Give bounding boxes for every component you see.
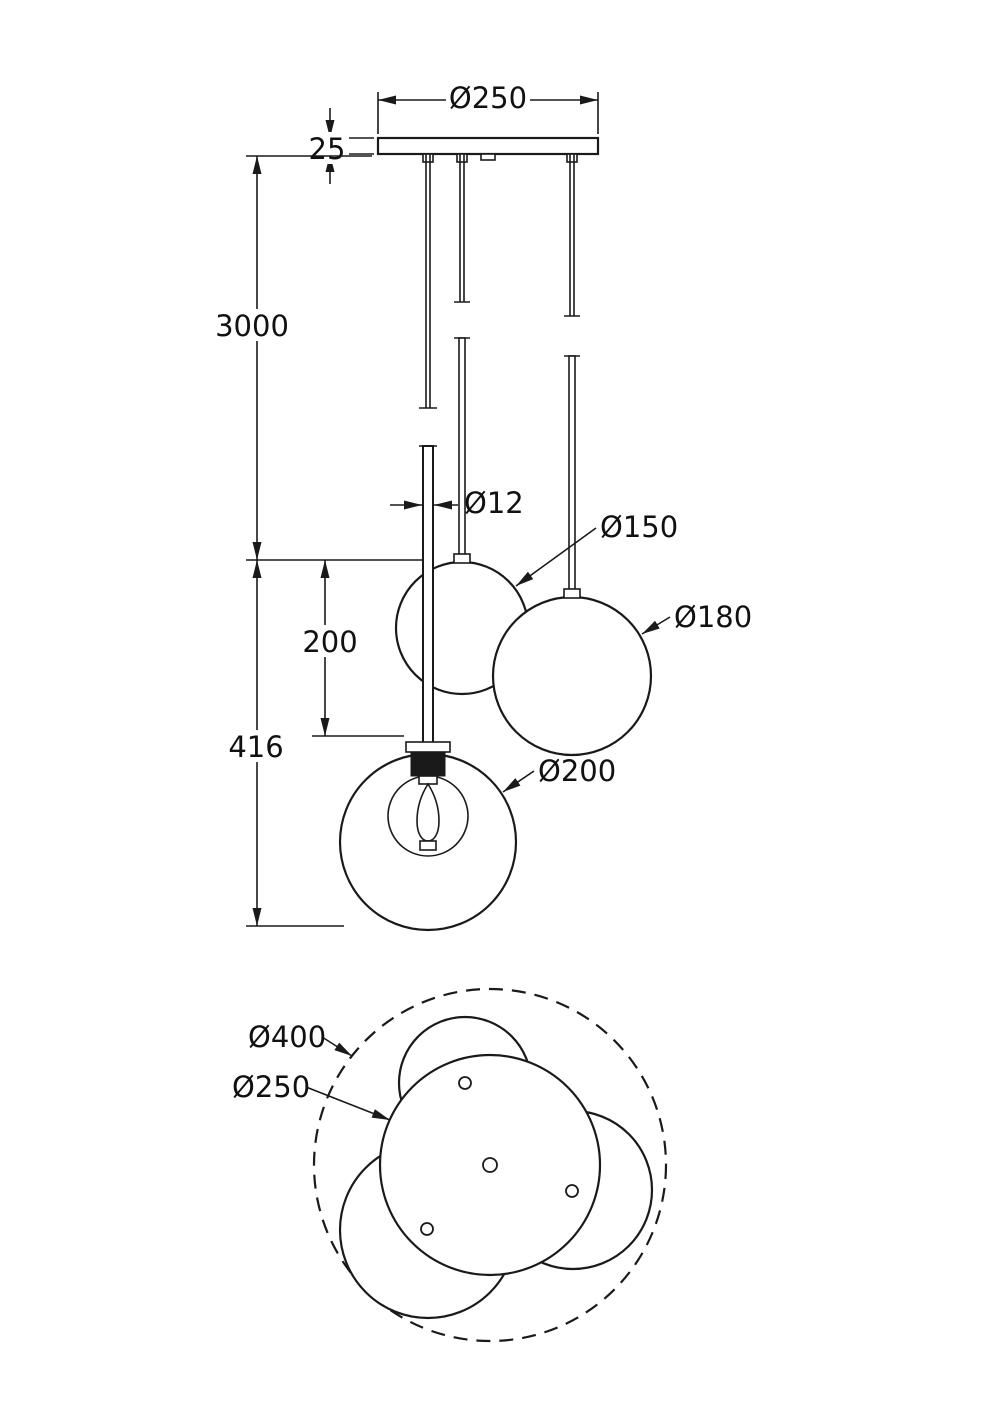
globe-180 bbox=[491, 595, 653, 757]
leader-line bbox=[305, 1086, 391, 1121]
canopy-elevation bbox=[376, 136, 600, 163]
label-background bbox=[301, 625, 359, 657]
suspension-rod-1 bbox=[419, 154, 437, 745]
globe-200-label: Ø200 bbox=[538, 754, 616, 788]
suspension-rod-2 bbox=[453, 154, 471, 564]
dim-rod-diameter: Ø12 bbox=[390, 486, 524, 520]
globe-200-assembly bbox=[338, 741, 518, 932]
elevation-view: Ø250 25 3000 416 200 bbox=[212, 81, 752, 932]
leader-line bbox=[641, 616, 671, 635]
canopy-plate bbox=[376, 136, 600, 156]
mounting-hole-center bbox=[482, 1157, 498, 1173]
rod-1-break-ticks bbox=[419, 407, 437, 447]
dim-canopy-thickness: 25 bbox=[305, 108, 374, 184]
rod-diameter-label: Ø12 bbox=[464, 486, 524, 520]
fixture-height-label: 416 bbox=[228, 730, 283, 764]
label-globe-150: Ø150 bbox=[515, 510, 678, 587]
label-globe-180: Ø180 bbox=[641, 600, 752, 635]
rod-2-break-ticks bbox=[454, 301, 470, 339]
mounting-hole-3 bbox=[565, 1184, 579, 1198]
plan-canopy-diameter-label: Ø250 bbox=[232, 1070, 310, 1104]
dim-globe-offset: 200 bbox=[301, 560, 404, 737]
holder-collar bbox=[405, 741, 451, 753]
mounting-hole-2 bbox=[420, 1222, 434, 1236]
label-globe-200: Ø200 bbox=[502, 754, 616, 793]
label-background bbox=[212, 309, 292, 341]
rod-1-stem bbox=[422, 445, 434, 745]
canopy-stub-2 bbox=[456, 153, 468, 163]
bulb-base bbox=[419, 840, 437, 851]
globe-150-label: Ø150 bbox=[600, 510, 678, 544]
holder-body bbox=[410, 751, 446, 777]
label-plan-canopy: Ø250 bbox=[232, 1070, 391, 1121]
label-background bbox=[227, 730, 285, 762]
overall-diameter-label: Ø400 bbox=[248, 1020, 326, 1054]
canopy-diameter-label: Ø250 bbox=[449, 81, 527, 115]
rod-3-break-ticks bbox=[564, 315, 580, 357]
overall-boundary-circle bbox=[312, 987, 668, 1343]
label-overall-diameter: Ø400 bbox=[248, 1020, 353, 1057]
rod-3-upper-segment bbox=[569, 154, 575, 316]
globe-180-label: Ø180 bbox=[674, 600, 752, 634]
rod-2-upper-segment bbox=[459, 154, 465, 302]
extension-lines bbox=[246, 155, 422, 927]
canopy-thickness-label: 25 bbox=[309, 132, 346, 166]
rod-2-stem bbox=[458, 337, 466, 561]
leader-line bbox=[502, 770, 535, 793]
suspension-length-label: 3000 bbox=[215, 309, 289, 343]
rod-1-upper-segment bbox=[425, 154, 431, 408]
leader-line bbox=[515, 527, 597, 587]
plan-view: Ø400 Ø250 bbox=[232, 987, 668, 1343]
label-background bbox=[446, 82, 530, 115]
dim-canopy-diameter: Ø250 bbox=[377, 81, 599, 134]
canopy-center-knob bbox=[480, 153, 496, 161]
mounting-hole-1 bbox=[458, 1076, 472, 1090]
globe-180-collar bbox=[563, 588, 581, 599]
globe-150-collar bbox=[453, 553, 471, 564]
canopy-stub-1 bbox=[422, 153, 434, 163]
dim-suspension-chain: 3000 416 bbox=[212, 155, 422, 927]
leader-line bbox=[321, 1036, 353, 1057]
globe-offset-label: 200 bbox=[302, 625, 357, 659]
suspension-rod-3 bbox=[563, 154, 581, 599]
rod-3-stem bbox=[568, 355, 576, 595]
label-background bbox=[305, 132, 349, 164]
canopy-stub-3 bbox=[566, 153, 578, 163]
